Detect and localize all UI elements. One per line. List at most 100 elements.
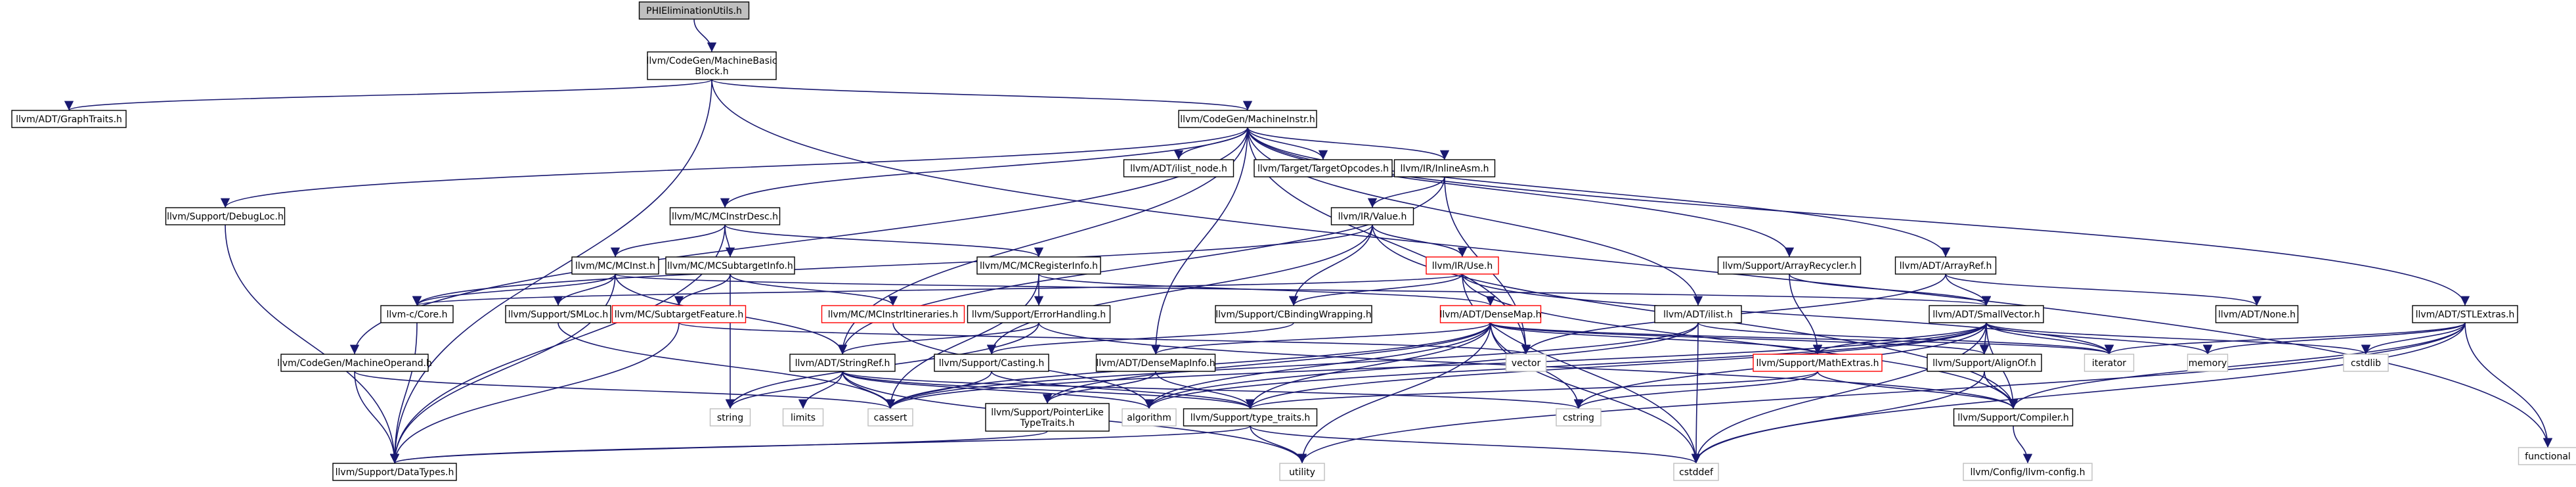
edge-typetraits-to-cstddef	[1250, 425, 1701, 464]
edge-arrayref-to-none	[1945, 273, 2261, 306]
node-densemapinfo[interactable]: llvm/ADT/DenseMapInfo.h	[1095, 354, 1216, 372]
node-box	[1330, 207, 1414, 225]
edge-alignof-to-cstddef	[1691, 371, 1985, 464]
node-box	[332, 463, 457, 481]
node-use[interactable]: llvm/IR/Use.h	[1426, 256, 1499, 275]
edge-mcinst-to-smallvector	[615, 273, 1990, 306]
node-graphtraits[interactable]: llvm/ADT/GraphTraits.h	[11, 110, 127, 128]
node-cbinding[interactable]: llvm/Support/CBindingWrapping.h	[1215, 305, 1372, 323]
node-targetopcodes[interactable]: llvm/Target/TargetOpcodes.h	[1254, 159, 1393, 177]
edge-root-to-mbb	[693, 18, 717, 53]
node-casting[interactable]: llvm/Support/Casting.h	[934, 354, 1049, 372]
node-alignof[interactable]: llvm/Support/AlignOf.h	[1927, 354, 2042, 372]
node-none[interactable]: llvm/ADT/None.h	[2215, 305, 2299, 323]
node-box	[709, 408, 751, 427]
node-label: memory	[2189, 358, 2227, 369]
node-box	[2215, 305, 2299, 323]
node-stlextras[interactable]: llvm/ADT/STLExtras.h	[2412, 305, 2518, 323]
node-label: llvm/MC/MCRegisterInfo.h	[980, 261, 1098, 271]
edge-densemap-to-cstddef	[1490, 322, 1701, 464]
edge-machineinstr-to-arrayref	[1247, 127, 1951, 258]
edge-typetraits-to-utility	[1250, 425, 1307, 464]
node-box	[967, 305, 1111, 323]
node-errorhandling[interactable]: llvm/Support/ErrorHandling.h	[967, 305, 1111, 323]
node-box	[1963, 463, 2093, 481]
node-datatypes[interactable]: llvm/Support/DataTypes.h	[332, 463, 457, 481]
node-box	[571, 256, 659, 275]
node-label: llvm/MC/MCSubtargetInfo.h	[667, 261, 793, 271]
node-box	[647, 51, 777, 80]
node-label: llvm/ADT/StringRef.h	[795, 358, 890, 369]
node-box	[1439, 305, 1542, 323]
node-box	[1123, 159, 1234, 177]
node-value[interactable]: llvm/IR/Value.h	[1330, 207, 1414, 225]
node-label: string	[717, 413, 743, 423]
edge-machineinstr-to-targetopcodes	[1247, 127, 1328, 160]
node-smallvector[interactable]: llvm/ADT/SmallVector.h	[1929, 305, 2044, 323]
node-box	[1953, 408, 2074, 427]
edge-mbb-to-functional	[711, 79, 2553, 448]
node-mathextras[interactable]: llvm/Support/MathExtras.h	[1753, 354, 1883, 372]
node-ilist[interactable]: llvm/ADT/ilist.h	[1654, 305, 1742, 323]
edge-ilist-to-cstddef	[1691, 322, 1701, 464]
edge-value-to-use	[1372, 224, 1468, 258]
node-subtargetfeature[interactable]: llvm/MC/SubtargetFeature.h	[611, 305, 747, 323]
node-label: llvm/IR/Use.h	[1432, 261, 1493, 271]
edge-errorhandling-to-stringref	[837, 322, 1039, 355]
node-root[interactable]: PHIEliminationUtils.h	[638, 1, 750, 20]
node-typetraits[interactable]: llvm/Support/type_traits.h	[1183, 408, 1318, 427]
node-mcinst[interactable]: llvm/MC/MCInst.h	[571, 256, 659, 275]
edge-densemapinfo-to-pointerlike	[1042, 371, 1156, 404]
edge-densemap-to-iterator	[1490, 322, 2114, 355]
node-box	[1183, 408, 1318, 427]
edge-use-to-cbinding	[1288, 273, 1463, 306]
edge-machineoperand-to-datatypes	[354, 371, 400, 464]
node-stringref[interactable]: llvm/ADT/StringRef.h	[789, 354, 896, 372]
node-machineoperand[interactable]: llvm/CodeGen/MachineOperand.h	[277, 354, 432, 372]
edge-stlextras-to-cstddef	[1691, 322, 2466, 464]
edge-subtargetfeature-to-vector	[678, 322, 1531, 355]
node-box	[985, 403, 1110, 432]
node-string: string	[709, 408, 751, 427]
node-label: llvm/ADT/ilist.h	[1663, 310, 1733, 320]
node-label: cstddef	[1679, 467, 1714, 478]
node-box	[1753, 354, 1883, 372]
node-inlineasm[interactable]: llvm/IR/InlineAsm.h	[1393, 159, 1496, 177]
node-densemap[interactable]: llvm/ADT/DenseMap.h	[1439, 305, 1542, 323]
edge-typetraits-to-datatypes	[390, 425, 1251, 464]
node-label: llvm/MC/MCInstrItineraries.h	[828, 310, 959, 320]
node-arrayref[interactable]: llvm/ADT/ArrayRef.h	[1894, 256, 1997, 275]
node-box	[1654, 305, 1742, 323]
edge-mcregisterinfo-to-cassert	[885, 273, 1039, 409]
node-mcinstrdesc[interactable]: llvm/MC/MCInstrDesc.h	[669, 207, 781, 225]
edge-mcinstrdesc-to-mcsubtargetinfo	[724, 224, 735, 258]
edge-stlextras-to-compiler	[2008, 322, 2466, 409]
node-box	[2343, 354, 2389, 372]
node-mcregisterinfo[interactable]: llvm/MC/MCRegisterInfo.h	[976, 256, 1101, 275]
node-box	[821, 305, 965, 323]
node-label: llvm/CodeGen/MachineInstr.h	[1180, 114, 1315, 125]
node-arrayrecycler[interactable]: llvm/Support/ArrayRecycler.h	[1717, 256, 1862, 275]
edge-value-to-cbinding	[1288, 224, 1373, 306]
node-mcinstritineraries[interactable]: llvm/MC/MCInstrItineraries.h	[821, 305, 965, 323]
node-compiler[interactable]: llvm/Support/Compiler.h	[1953, 408, 2074, 427]
node-llvmccore[interactable]: llvm-c/Core.h	[380, 305, 454, 323]
node-debugloc[interactable]: llvm/Support/DebugLoc.h	[165, 207, 286, 225]
edge-casting-to-typetraits	[991, 371, 1255, 409]
edge-stringref-to-string	[725, 371, 843, 409]
edge-cbinding-to-casting	[987, 322, 1294, 355]
edge-mbb-to-graphtraits	[64, 79, 712, 111]
node-cstring: cstring	[1556, 408, 1602, 427]
node-ilist_node[interactable]: llvm/ADT/ilist_node.h	[1123, 159, 1234, 177]
node-mcsubtargetinfo[interactable]: llvm/MC/MCSubtargetInfo.h	[665, 256, 795, 275]
node-box	[1426, 256, 1499, 275]
edge-smallvector-to-cstddef	[1691, 322, 1987, 464]
edge-machineinstr-to-machineoperand	[349, 127, 1248, 355]
node-machineinstr[interactable]: llvm/CodeGen/MachineInstr.h	[1178, 110, 1317, 128]
node-smloc[interactable]: llvm/Support/SMLoc.h	[505, 305, 611, 323]
node-box	[669, 207, 781, 225]
node-label: llvm/ADT/STLExtras.h	[2416, 310, 2515, 320]
node-vector: vector	[1505, 354, 1547, 372]
